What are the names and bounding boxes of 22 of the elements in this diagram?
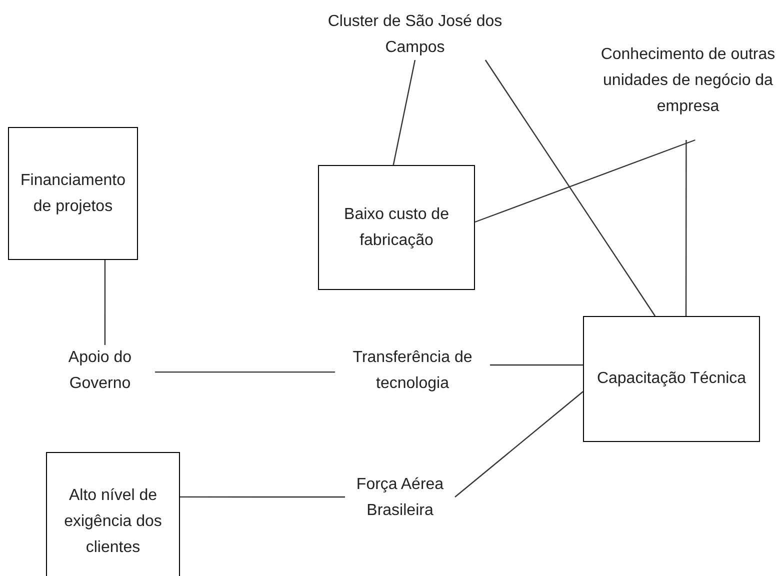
box-label: Financiamento de projetos: [20, 170, 126, 216]
box: [46, 452, 180, 576]
connector-line: [104, 260, 106, 345]
connector-line: [155, 371, 335, 373]
node-label: Conhecimento de outras unidades de negócio da empresa: [600, 45, 776, 117]
node-label: Força Aérea Brasileira: [355, 475, 445, 521]
connector-line: [474, 139, 696, 223]
node-label: Transferência de tecnologia: [352, 348, 474, 394]
connector-line: [484, 60, 656, 316]
connector-line: [454, 391, 584, 498]
box-label: Alto nível de exigência dos clientes: [63, 486, 163, 558]
box: [8, 127, 138, 260]
box-label: Capacitação Técnica: [596, 369, 746, 389]
box: [318, 165, 475, 290]
connector-line: [685, 140, 687, 316]
node-label: Cluster de São José dos Campos: [326, 12, 504, 58]
connector-line: [180, 496, 345, 498]
connector-line: [490, 364, 583, 366]
box: [583, 316, 760, 442]
connector-line: [392, 60, 416, 166]
box-label: Baixo custo de fabricação: [343, 204, 450, 250]
node-label: Apoio do Governo: [67, 348, 133, 394]
